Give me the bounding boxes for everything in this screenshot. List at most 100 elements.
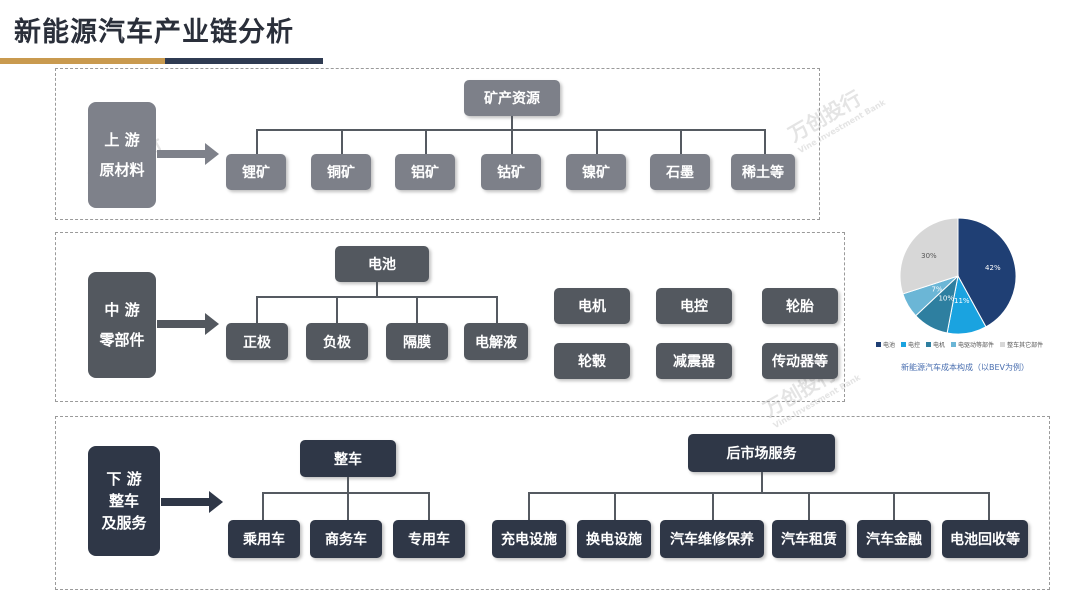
legend-label: 电控 xyxy=(908,342,921,349)
legend-swatch xyxy=(951,342,957,347)
connector-line xyxy=(764,129,766,154)
connector-line xyxy=(614,492,616,520)
pie-slice-label: 42% xyxy=(985,264,1001,272)
connector-line xyxy=(336,296,338,323)
pie-svg: 42% 11%10%7% 30% xyxy=(899,217,1017,335)
legend-item: 电机 xyxy=(926,340,945,349)
node-auto-finance: 汽车金融 xyxy=(857,520,931,558)
legend-swatch xyxy=(901,342,907,347)
pie-chart: 42% 11%10%7% 30% xyxy=(870,210,1060,380)
node-electrolyte: 电解液 xyxy=(464,323,528,360)
legend-item: 整车其它部件 xyxy=(1000,340,1043,349)
pie-slice xyxy=(957,217,1017,328)
connector-line xyxy=(988,492,990,520)
node-rare-earth: 稀土等 xyxy=(731,154,795,190)
tier-label-upstream: 上 游 原材料 xyxy=(88,102,156,208)
node-controller: 电控 xyxy=(656,288,732,324)
pie-slice-label: 10% xyxy=(938,294,954,302)
connector-line xyxy=(528,492,990,494)
legend-label: 电机 xyxy=(933,342,946,349)
legend-item: 电驱动等部件 xyxy=(951,340,994,349)
node-battery: 电池 xyxy=(335,246,429,282)
connector-line xyxy=(680,129,682,154)
page-title: 新能源汽车产业链分析 xyxy=(14,17,294,48)
pie-slice xyxy=(899,217,959,295)
tier-label-line: 及服务 xyxy=(101,514,147,532)
tier-label-line: 中 游 xyxy=(104,301,140,319)
connector-line xyxy=(262,492,428,494)
node-motor: 电机 xyxy=(554,288,630,324)
node-battery-recycling: 电池回收等 xyxy=(942,520,1028,558)
arrow-downstream xyxy=(161,491,223,513)
node-tire: 轮胎 xyxy=(762,288,838,324)
tier-label-line: 零部件 xyxy=(99,331,145,349)
tier-label-midstream: 中 游 零部件 xyxy=(88,272,156,378)
legend-item: 电池 xyxy=(876,340,895,349)
connector-line xyxy=(511,129,513,154)
node-vehicle-maintenance: 汽车维修保养 xyxy=(660,520,764,558)
connector-line xyxy=(712,492,714,520)
node-graphite: 石墨 xyxy=(650,154,710,190)
section-downstream xyxy=(55,416,1050,590)
connector-line xyxy=(262,492,264,520)
node-nickel-ore: 镍矿 xyxy=(566,154,626,190)
legend-swatch xyxy=(876,342,881,347)
tier-label-line: 上 游 xyxy=(104,131,140,149)
connector-line xyxy=(893,492,895,520)
connector-line xyxy=(416,296,418,323)
pie-slice-label: 11% xyxy=(954,297,970,305)
pie-slice-label: 30% xyxy=(921,252,937,260)
legend-swatch xyxy=(926,342,932,347)
section-midstream xyxy=(55,232,845,402)
node-special-vehicle: 专用车 xyxy=(393,520,465,558)
legend-item: 电控 xyxy=(901,340,920,349)
node-separator: 隔膜 xyxy=(386,323,448,360)
node-battery-swap-facilities: 换电设施 xyxy=(577,520,651,558)
connector-line xyxy=(596,129,598,154)
connector-line xyxy=(256,129,764,131)
node-complete-vehicle: 整车 xyxy=(300,440,396,477)
legend-label: 整车其它部件 xyxy=(1007,342,1044,349)
arrow-upstream xyxy=(157,143,219,165)
node-aluminum-ore: 铝矿 xyxy=(395,154,455,190)
connector-line xyxy=(511,116,513,130)
node-car-rental: 汽车租赁 xyxy=(772,520,846,558)
connector-line xyxy=(256,296,498,298)
node-passenger-car: 乘用车 xyxy=(228,520,300,558)
pie-slice-label: 7% xyxy=(931,285,942,293)
node-transmission: 传动器等 xyxy=(762,343,838,379)
node-mineral-resources: 矿产资源 xyxy=(464,80,560,116)
node-cobalt-ore: 钴矿 xyxy=(481,154,541,190)
legend-label: 电驱动等部件 xyxy=(958,342,995,349)
node-charging-facilities: 充电设施 xyxy=(492,520,566,558)
connector-line xyxy=(376,282,378,297)
node-lithium-ore: 锂矿 xyxy=(226,154,286,190)
node-commercial-vehicle: 商务车 xyxy=(310,520,382,558)
title-underline-gold xyxy=(0,58,165,64)
connector-line xyxy=(256,296,258,323)
node-aftermarket-services: 后市场服务 xyxy=(688,434,835,472)
connector-line xyxy=(528,492,530,520)
connector-line xyxy=(428,492,430,520)
connector-line xyxy=(347,477,349,493)
section-upstream xyxy=(55,68,820,220)
connector-line xyxy=(496,296,498,323)
connector-line xyxy=(347,492,349,520)
node-wheel-hub: 轮毂 xyxy=(554,343,630,379)
arrow-midstream xyxy=(157,313,219,335)
tier-label-line: 原材料 xyxy=(99,161,145,179)
connector-line xyxy=(425,129,427,154)
connector-line xyxy=(761,472,763,493)
legend-label: 电池 xyxy=(883,342,896,349)
node-shock-absorber: 减震器 xyxy=(656,343,732,379)
legend-swatch xyxy=(1000,342,1006,347)
pie-legend: 电池 电控 电机 电驱动等部件 整车其它部件 xyxy=(876,340,1066,349)
node-cathode: 正极 xyxy=(226,323,288,360)
connector-line xyxy=(341,129,343,154)
connector-line xyxy=(256,129,258,154)
node-copper-ore: 铜矿 xyxy=(311,154,371,190)
tier-label-line: 下 游 xyxy=(106,470,142,488)
title-underline-navy xyxy=(165,58,323,64)
connector-line xyxy=(808,492,810,520)
tier-label-line: 整车 xyxy=(108,492,139,510)
